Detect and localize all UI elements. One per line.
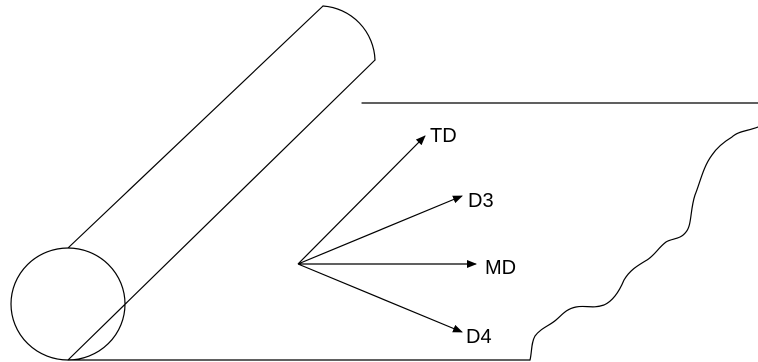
sheet-torn-edge	[529, 126, 758, 361]
film-sheet	[67, 102, 758, 361]
roll-far-end	[322, 5, 376, 61]
td-arrow	[297, 135, 426, 265]
direction-arrows	[297, 135, 477, 333]
label-td: TD	[430, 125, 457, 147]
roll-top-edge	[67, 5, 324, 249]
direction-labels: TD D3 MD D4	[430, 125, 516, 348]
label-d4: D4	[466, 326, 492, 348]
d3-arrow	[297, 195, 463, 265]
roll-near-end	[10, 247, 126, 361]
label-d3: D3	[468, 190, 494, 212]
label-md: MD	[485, 257, 516, 279]
roll-cylinder	[10, 5, 376, 361]
roll-bottom-edge	[67, 59, 376, 361]
d4-arrow	[297, 263, 463, 333]
